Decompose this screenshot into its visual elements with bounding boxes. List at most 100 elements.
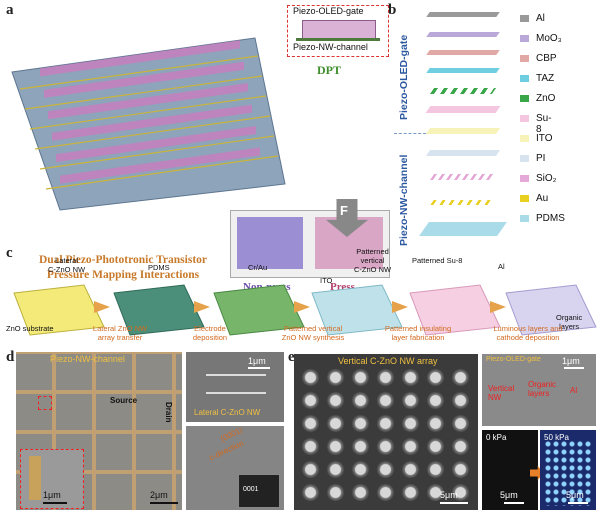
layer-sio2	[429, 174, 497, 180]
layer-pi	[425, 150, 501, 156]
top-label-pdms: PDMS	[148, 263, 170, 272]
top-label-su8: Patterned Su-8	[412, 256, 463, 265]
step-ito	[311, 284, 403, 336]
non-press-illustration	[237, 217, 303, 269]
drain-label: Drain	[164, 402, 173, 423]
process-flow	[13, 284, 597, 336]
inset-base	[296, 38, 380, 41]
panel-e-label: e	[288, 349, 295, 365]
dpt-label: DPT	[317, 63, 341, 77]
br-scale-label: 5μm	[566, 490, 584, 500]
top-label-ito: ITO	[320, 276, 333, 285]
panel-b-label: b	[388, 2, 397, 18]
layer-moo3	[426, 32, 500, 37]
emission-dots	[544, 440, 592, 506]
inset-top-label: Piezo-OLED-gate	[293, 6, 364, 16]
layer-pdms	[419, 222, 507, 236]
c-direction-2: c-direction	[207, 438, 246, 463]
legend-item: ZnO	[0, 93, 555, 113]
vertical-nw-label: Vertical NW	[488, 384, 515, 402]
title-line-1: Dual Piezo-Phototronic Transistor	[38, 254, 207, 266]
organic-label: Organic layers	[528, 380, 557, 398]
step-2-caption: Electrode deposition	[192, 324, 228, 342]
step-al	[505, 284, 597, 336]
layer-su8	[425, 106, 501, 113]
panel-d-tr-image: 1μm Lateral C-ZnO NW	[186, 352, 284, 422]
layer-ito	[425, 128, 501, 134]
tr-e-scalebar	[564, 367, 584, 369]
layer-al	[426, 12, 500, 17]
zoom-inset: 1μm	[20, 449, 84, 509]
group-label-top: Piezo-OLED-gate	[398, 34, 410, 120]
legend-item: Su-8	[0, 113, 552, 135]
panel-e-main-image: Vertical C-ZnO NW array 5μm	[294, 354, 478, 510]
legend-item: SiO₂	[0, 173, 557, 193]
step-5-caption: Luminous layers and cathode deposition	[493, 324, 563, 342]
br-scalebar	[568, 502, 588, 504]
main-scalebar	[150, 502, 178, 504]
inset-bottom-label: Piezo-NW-channel	[293, 42, 368, 52]
panel-e-title: Vertical C-ZnO NW array	[338, 356, 438, 366]
inset-device	[302, 20, 376, 40]
panel-d-label: d	[6, 349, 15, 365]
top-label-crau: Cr/Au	[248, 263, 268, 272]
bl-scalebar	[504, 502, 524, 504]
zoom-box	[38, 396, 52, 410]
inset-electrode	[29, 456, 41, 500]
tr-e-scale-label: 1μm	[562, 356, 580, 366]
legend-item: Au	[0, 193, 548, 213]
tr-scale-label: 1μm	[248, 356, 266, 366]
organic-layers-label: Organic layers	[556, 313, 583, 331]
inset-scale-label: 1μm	[43, 490, 61, 500]
legend-item: Al	[0, 13, 545, 33]
panel-d-title: Piezo-NW-channel	[50, 354, 125, 364]
step-crau	[213, 284, 305, 336]
panel-a-sensor-array	[11, 37, 286, 211]
panel-c-label: c	[6, 245, 13, 261]
legend-item: PI	[0, 153, 545, 173]
panel-e-br-image: 50 kPa 5μm	[540, 430, 596, 510]
main-scale-label: 2μm	[150, 490, 168, 500]
legend-item: ITO	[0, 133, 552, 153]
tr-top-label: Piezo-OLED-gate	[486, 356, 541, 363]
layer-zno	[429, 88, 497, 94]
panel-d-br-image: (0001) c-direction 0001	[186, 426, 284, 510]
top-label-al: Al	[498, 262, 505, 271]
step-substrate	[13, 284, 105, 336]
e-scalebar	[440, 502, 468, 504]
bl-scale-label: 5μm	[500, 490, 518, 500]
nanowire-2	[206, 392, 266, 394]
panel-a-label: a	[6, 2, 14, 18]
step-3-caption: Patterned vertical ZnO NW synthesis	[281, 324, 345, 342]
title-line-2: Pressure Mapping Interactions	[46, 269, 200, 281]
legend-item: PDMS	[0, 213, 565, 233]
group-label-bottom: Piezo-NW-channel	[398, 154, 410, 246]
nanowire-1	[206, 374, 266, 376]
nw-array-texture	[298, 366, 474, 506]
top-label-lateral: Lateral C-ZnO NW	[48, 256, 86, 274]
panel-d-main-image: Piezo-NW-channel Source Drain 1μm 2μm	[16, 352, 182, 510]
panel-e-bl-image: 0 kPa 5μm	[482, 430, 538, 510]
legend-item: TAZ	[0, 73, 554, 93]
substrate-label: ZnO substrate	[6, 324, 54, 333]
step-1-caption: Lateral ZnO NW array transfer	[92, 324, 148, 342]
panel-a-title: Dual Piezo-Phototronic Transistor Pressu…	[18, 253, 228, 283]
e-scale-label: 5μm	[440, 490, 458, 500]
panel-a-inset: Piezo-OLED-gate Piezo-NW-channel	[287, 5, 389, 57]
br-pressure: 50 kPa	[544, 433, 569, 442]
step-pdms	[113, 284, 205, 336]
source-label: Source	[110, 396, 138, 405]
panel-b-separator	[394, 133, 426, 134]
legend-item: MoO₃	[0, 33, 562, 53]
inset-scalebar	[43, 502, 67, 504]
fft-label: 0001	[243, 486, 259, 493]
legend-item: CBP	[0, 53, 557, 73]
top-label-vertical: Patterned vertical C-ZnO NW	[354, 247, 392, 274]
step-su8	[409, 284, 501, 336]
panel-e-tr-image: Piezo-OLED-gate 1μm Vertical NW Organic …	[482, 354, 596, 426]
fft-inset: 0001	[238, 474, 280, 508]
layer-au	[430, 200, 496, 205]
al-label: Al	[570, 386, 578, 395]
layer-cbp	[426, 50, 500, 55]
bl-pressure: 0 kPa	[486, 433, 507, 442]
